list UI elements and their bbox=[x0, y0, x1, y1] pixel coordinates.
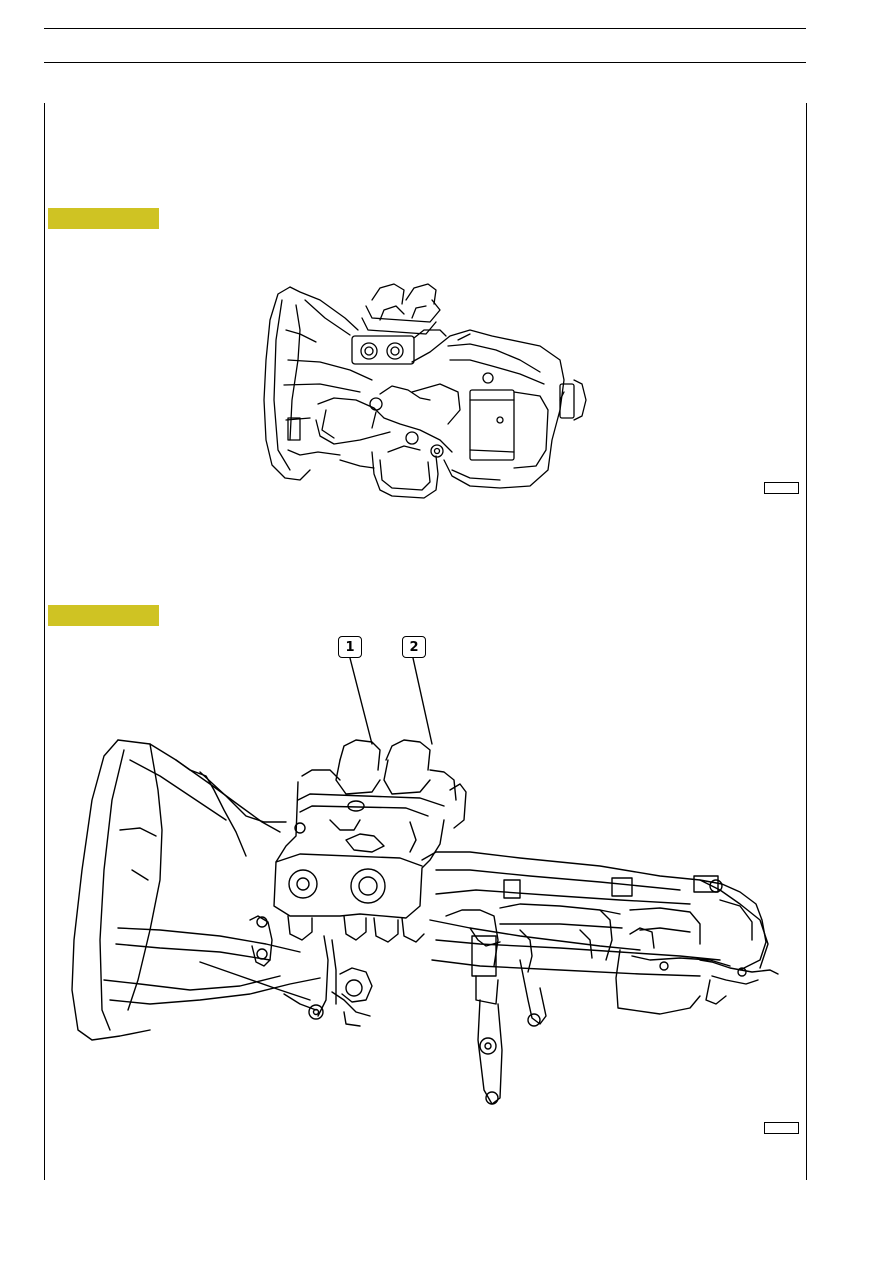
section-tag-figure-2 bbox=[48, 605, 159, 626]
callout-2: 2 bbox=[402, 636, 426, 658]
page-right-border bbox=[806, 103, 807, 1180]
callout-1: 1 bbox=[338, 636, 362, 658]
page-left-border bbox=[44, 103, 45, 1180]
callout-1-label: 1 bbox=[345, 639, 355, 655]
section-tag-figure-1 bbox=[48, 208, 159, 229]
header-bottom-rule bbox=[44, 62, 806, 63]
callout-2-label: 2 bbox=[409, 639, 419, 655]
header-top-rule bbox=[44, 28, 806, 29]
figure-1-reference-box bbox=[764, 482, 799, 494]
figure-2-reference-box bbox=[764, 1122, 799, 1134]
